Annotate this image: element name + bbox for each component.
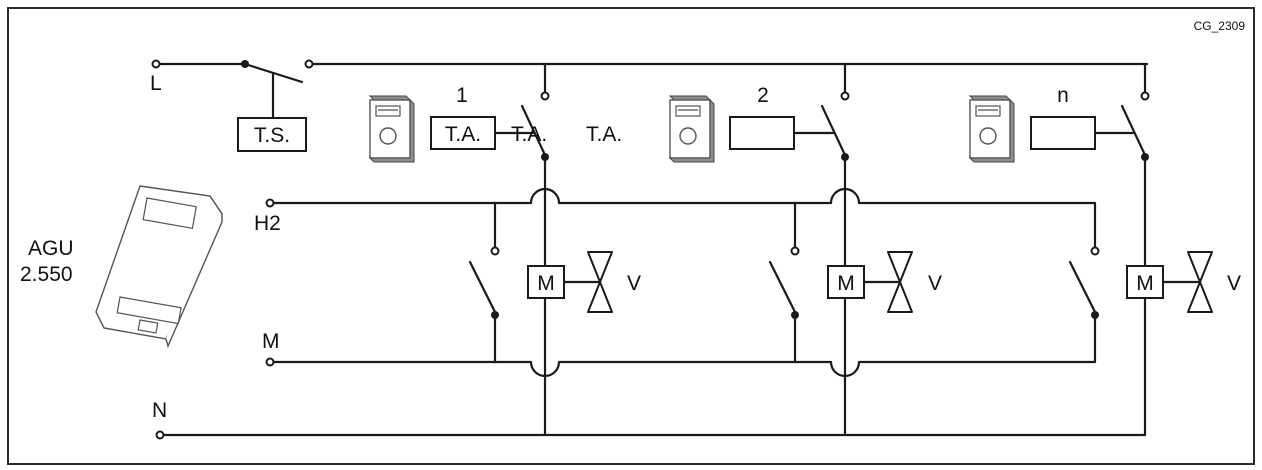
device-label-line2: 2.550: [20, 263, 73, 286]
h2-bus: [265, 187, 1097, 250]
zone-2: 2 M V: [668, 84, 942, 437]
m-bus: [265, 313, 1097, 378]
zone-2-valve-icon: [887, 251, 913, 313]
zone-1-number: 1: [456, 84, 468, 107]
terminal-label-h2: H2: [254, 212, 281, 235]
thermostat-icon: [668, 95, 715, 163]
floating-ta-label-1: T.A.: [511, 123, 547, 146]
reference-code: CG_2309: [1194, 19, 1246, 33]
zone-2-motor-label: M: [837, 272, 855, 295]
zone-1-valve-icon: [587, 251, 613, 313]
terminal-label-m: M: [262, 330, 280, 353]
zone-1: 1 T.A. M V: [368, 84, 641, 437]
zone-1-ta-label: T.A.: [445, 123, 481, 146]
zone-1-valve-label: V: [627, 272, 641, 295]
zone-n-valve-icon: [1187, 251, 1213, 313]
zone-n: n M V: [968, 84, 1241, 437]
zone-n-valve-label: V: [1227, 272, 1241, 295]
device-label-line1: AGU: [28, 237, 74, 260]
n-bus: [155, 430, 1147, 440]
terminal-label-l: L: [150, 72, 162, 95]
zone-2-number: 2: [757, 84, 769, 107]
zone-2-valve-label: V: [928, 272, 942, 295]
main-switch-label: T.S.: [254, 124, 290, 147]
thermostat-icon: [968, 95, 1015, 163]
zone-1-motor-label: M: [537, 272, 555, 295]
terminal-label-n: N: [152, 399, 167, 422]
zone-n-motor-label: M: [1136, 272, 1154, 295]
zone-n-number: n: [1057, 84, 1069, 107]
main-switch: [151, 59, 1149, 152]
agu-device: [95, 185, 223, 349]
thermostat-icon: [368, 95, 415, 163]
floating-ta-label-2: T.A.: [586, 123, 622, 146]
